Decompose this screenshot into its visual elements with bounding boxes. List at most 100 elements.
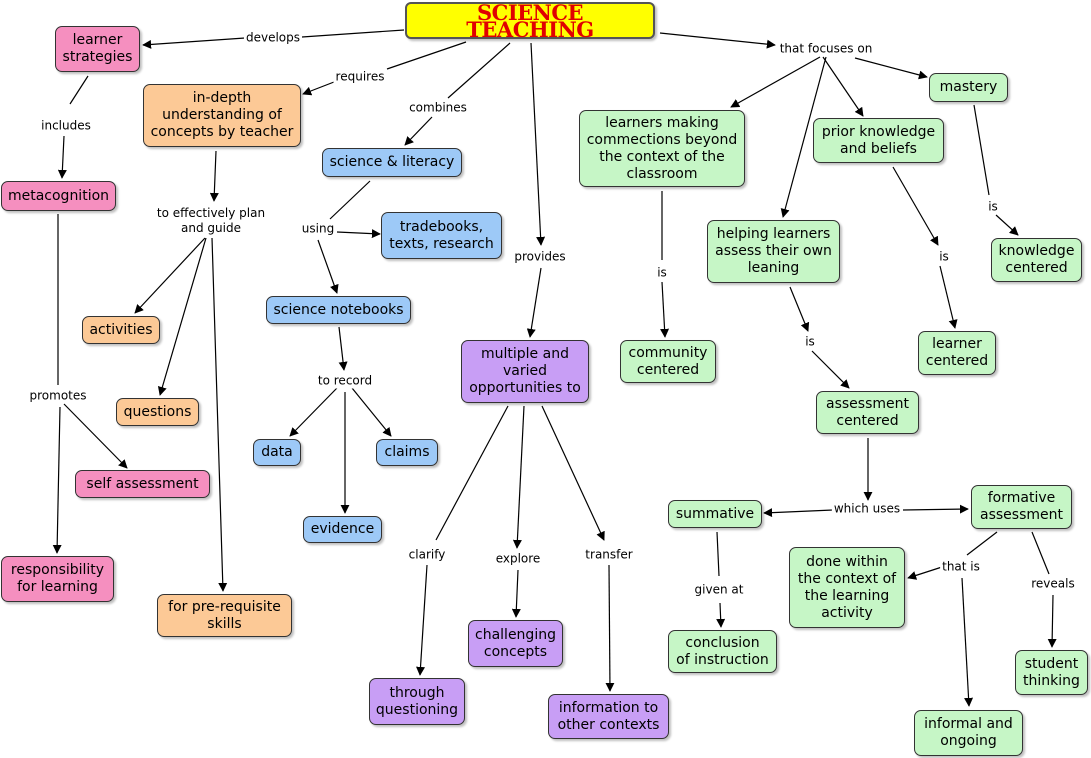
concept-multiple-opportunities: multiple and varied opportunities to [461,340,589,403]
concept-indepth-understanding: in-depth understanding of concepts by te… [143,84,301,147]
link-is-knowledge: is [986,199,1000,215]
connector-line-26 [512,405,525,549]
link-that-is: that is [940,559,982,575]
concept-evidence: evidence [303,516,382,543]
connector-line-3 [57,135,67,179]
connector-line-0 [301,29,405,38]
connector-line-9 [209,150,219,202]
connector-line-12 [211,237,228,592]
concept-science-literacy: science & literacy [322,148,462,177]
connector-line-7 [386,41,467,70]
link-given-at: given at [692,582,746,598]
connector-line-44 [763,508,834,518]
connector-line-19 [289,387,338,437]
concept-knowledge-centered: knowledge centered [991,238,1082,282]
link-is-assessment: is [803,334,817,350]
connector-line-27 [511,569,521,618]
concept-through-questioning: through questioning [369,678,465,725]
concept-self-assessment: self assessment [75,470,210,498]
link-using: using [299,221,337,237]
connector-line-31 [730,56,821,108]
concept-learners-making-connections: learners making commections beyond the c… [579,110,745,187]
connector-line-50 [1031,531,1050,575]
connector-line-25 [416,564,428,676]
concept-mastery: mastery [929,73,1008,102]
connector-line-22 [530,42,546,246]
connector-line-42 [811,350,850,389]
concept-claims: claims [376,439,438,466]
connector-line-52 [961,577,974,707]
concept-data: data [253,439,301,466]
connector-line-41 [789,286,810,332]
concept-helping-learners: helping learners assess their own leanin… [707,220,840,283]
connector-line-2 [69,75,89,105]
connector-line-49 [907,566,943,580]
link-includes: includes [39,118,93,134]
concept-tradebooks: tradebooks, texts, research [381,212,502,259]
link-promotes: promotes [27,388,89,404]
connector-line-46 [716,531,720,577]
concept-challenging-concepts: challenging concepts [468,620,563,667]
concept-student-thinking: student thinking [1015,650,1088,695]
concept-community-centered: community centered [620,340,716,383]
connector-line-39 [973,104,990,196]
link-clarify: clarify [406,547,448,563]
connector-line-38 [939,265,958,329]
connector-line-36 [660,281,670,338]
link-requires: requires [333,69,387,85]
connector-line-11 [157,237,207,396]
connector-line-32 [780,56,827,218]
link-develops: develops [243,30,303,46]
concept-done-within-context: done within the context of the learning … [789,547,905,628]
concept-prerequisite-skills: for pre-requisite skills [157,594,292,637]
concept-learner-strategies: learner strategies [55,26,140,72]
connector-line-5 [52,406,62,554]
concept-assessment-centered: assessment centered [816,391,919,434]
connector-line-29 [605,564,615,692]
connector-line-17 [317,239,339,294]
connector-line-33 [822,56,864,117]
concept-metacognition: metacognition [1,181,116,211]
link-reveals: reveals [1029,576,1077,592]
link-that-focuses-on: that focuses on [777,41,875,57]
connector-line-10 [134,237,206,314]
connector-line-28 [541,405,605,541]
connector-line-13 [447,42,511,99]
connector-line-18 [338,326,348,371]
connector-line-34 [854,57,928,80]
connector-line-1 [142,37,246,49]
connector-line-48 [966,531,998,556]
link-provides: provides [512,249,568,265]
link-to-effectively-plan: to effectively plan and guide [154,206,268,236]
concept-science-notebooks: science notebooks [266,296,411,324]
connector-line-8 [302,81,335,96]
connector-line-14 [404,116,433,146]
connector-line-6 [63,403,128,469]
connector-line-30 [659,32,776,49]
concept-questions: questions [116,398,199,426]
concept-activities: activities [82,316,160,344]
connector-line-51 [1047,594,1057,648]
map-title: SCIENCE TEACHING [405,2,655,40]
connector-line-37 [892,166,939,246]
connector-line-45 [902,504,969,514]
connector-line-16 [336,229,381,239]
link-is-learner: is [937,249,951,265]
link-to-record: to record [315,373,375,389]
concept-responsibility-for-learning: responsibility for learning [1,556,114,602]
link-transfer: transfer [583,547,635,563]
connector-line-40 [995,214,1019,236]
concept-summative: summative [668,500,762,528]
concept-conclusion-of-instruction: conclusion of instruction [668,630,777,673]
concept-information-other-contexts: information to other contexts [548,694,669,739]
link-explore: explore [493,551,543,567]
connector-line-15 [329,180,371,220]
connector-line-47 [716,602,726,628]
connector-line-20 [351,387,392,437]
link-is-community: is [655,265,669,281]
connector-line-24 [435,405,509,541]
concept-formative-assessment: formative assessment [971,485,1072,529]
link-combines: combines [407,100,469,116]
